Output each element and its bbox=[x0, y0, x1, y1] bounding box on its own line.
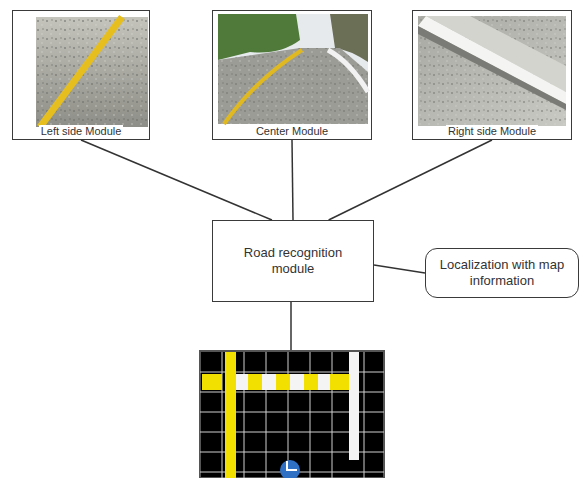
curb-edge bbox=[418, 16, 566, 104]
connector-line bbox=[329, 140, 492, 220]
curb-shadow bbox=[418, 26, 566, 110]
right-camera-photo bbox=[418, 16, 566, 126]
grid-lines bbox=[200, 352, 384, 478]
module-caption: Left side Module bbox=[39, 125, 124, 138]
grid-map bbox=[200, 351, 384, 478]
asphalt bbox=[36, 17, 148, 127]
stop-line-cells bbox=[202, 374, 349, 390]
asphalt-texture bbox=[418, 16, 566, 126]
asphalt bbox=[418, 16, 566, 126]
road bbox=[218, 48, 368, 124]
center-camera-photo bbox=[218, 14, 368, 124]
road-texture bbox=[218, 48, 368, 124]
connector-line bbox=[292, 140, 293, 220]
sky bbox=[218, 14, 368, 124]
process-box: Road recognition module bbox=[212, 220, 374, 302]
curb bbox=[328, 50, 368, 92]
camera-module-box: Right side Module bbox=[412, 10, 572, 140]
yellow-lane-line bbox=[224, 50, 302, 124]
asphalt-texture bbox=[36, 17, 148, 127]
box-label: Localization with map information bbox=[436, 257, 568, 288]
module-caption: Center Module bbox=[254, 125, 330, 138]
output-line bbox=[290, 302, 292, 352]
module-caption: Right side Module bbox=[446, 125, 538, 138]
connector-line bbox=[81, 140, 272, 220]
curb-cells bbox=[349, 352, 359, 460]
info-box: Localization with map information bbox=[425, 248, 579, 298]
camera-module-box: Center Module bbox=[212, 10, 372, 140]
box-label: Road recognition module bbox=[223, 245, 363, 276]
map-ground bbox=[200, 351, 384, 478]
left-camera-photo bbox=[36, 17, 148, 127]
vehicle-marker bbox=[280, 460, 300, 478]
yellow-lane-line bbox=[40, 17, 122, 127]
camera-module-box: Left side Module bbox=[12, 10, 150, 140]
vehicle-axes bbox=[287, 461, 297, 470]
yellow-lane-cells bbox=[225, 352, 236, 478]
connector-line bbox=[374, 265, 425, 273]
